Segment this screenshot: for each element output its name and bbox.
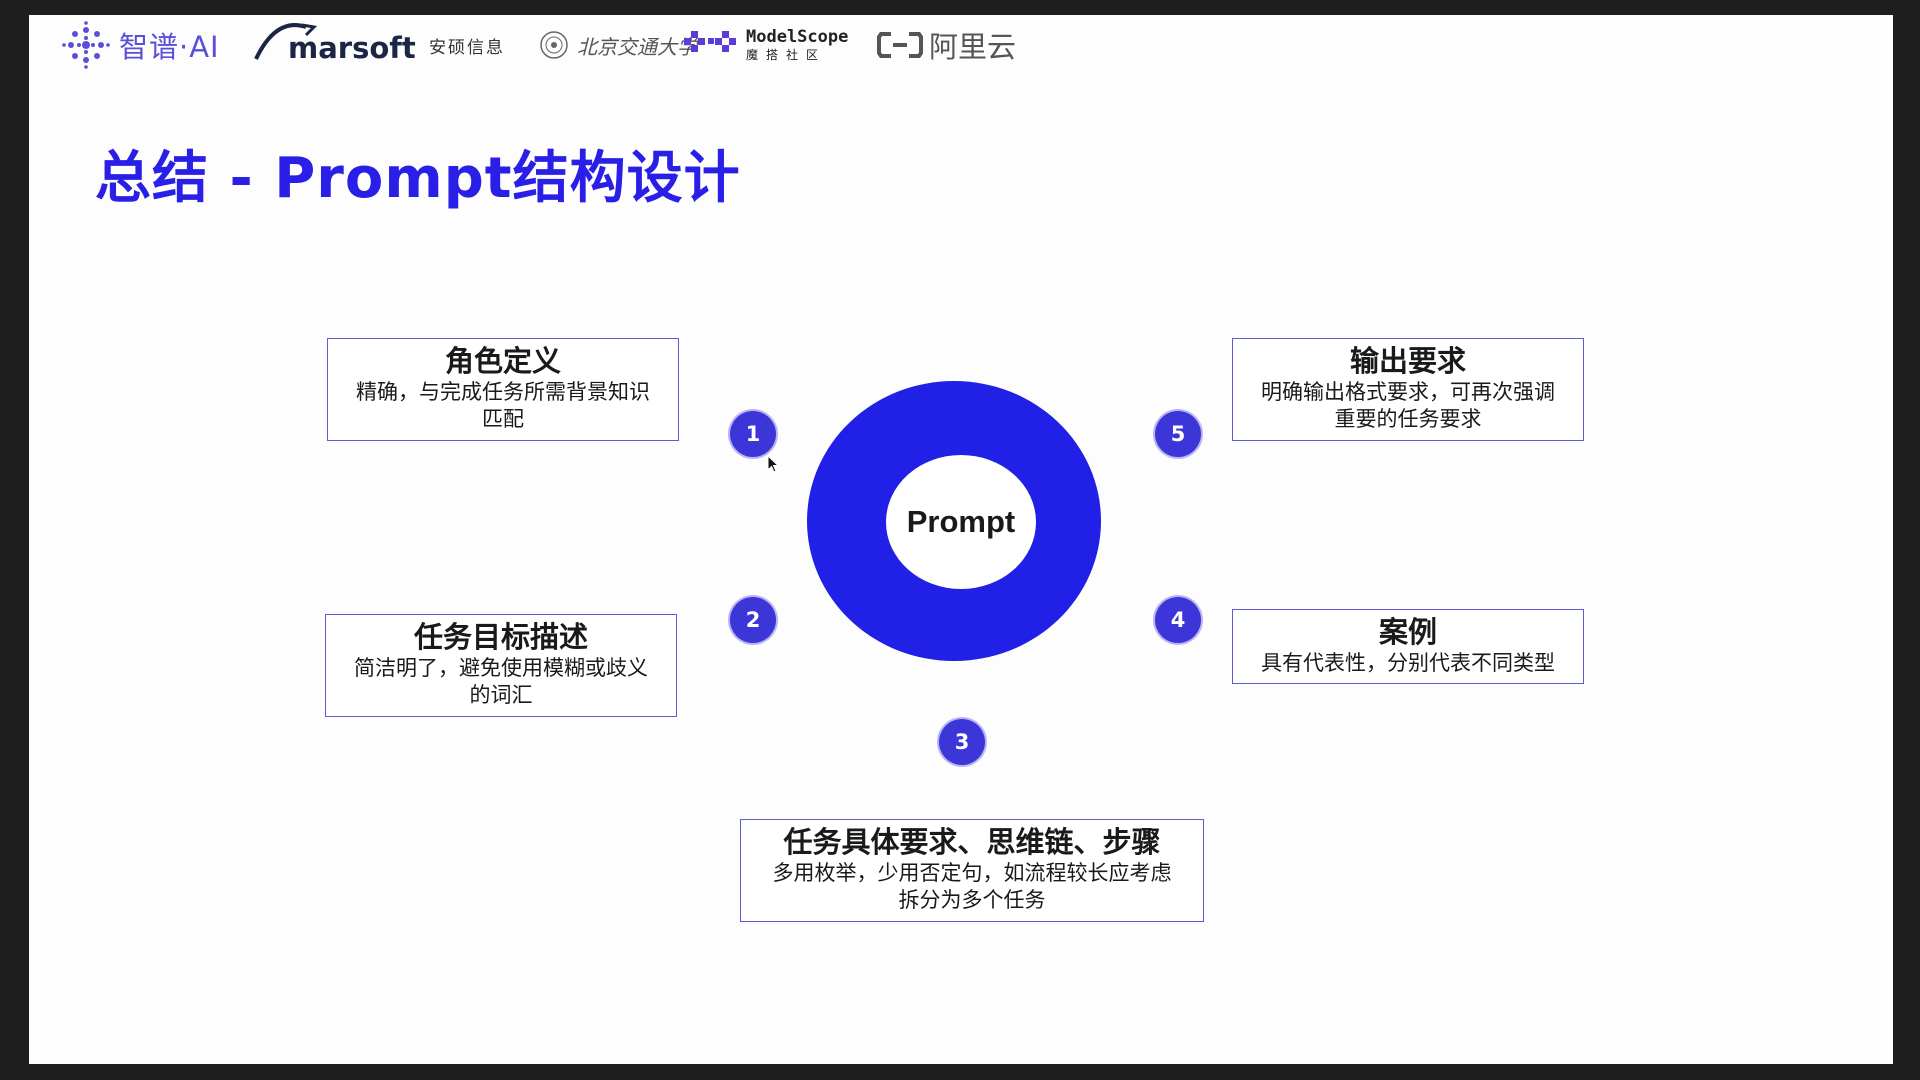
anshuo-logo: 安硕信息 (429, 15, 505, 75)
number-badge-4: 4 (1155, 597, 1201, 643)
item-heading: 角色定义 (444, 344, 561, 378)
marsoft-arc-icon (254, 23, 318, 60)
marsoft-logo-text: marsoft (288, 31, 416, 65)
marsoft-logo: marsoft (254, 15, 416, 75)
item-description-line: 匹配 (482, 407, 524, 431)
item-box-task-requirements: 任务具体要求、思维链、步骤 多用枚举，少用否定句，如流程较长应考虑 拆分为多个任… (740, 819, 1204, 922)
item-heading: 输出要求 (1349, 344, 1466, 378)
zhipu-dots-icon (62, 21, 110, 69)
aliyun-logo-text: 阿里云 (929, 30, 1017, 64)
item-description-line: 明确输出格式要求，可再次强调 (1261, 380, 1555, 404)
mouse-cursor-icon (767, 455, 780, 473)
zhipu-logo-text: 智谱·AI (119, 30, 220, 64)
university-seal-icon (540, 31, 568, 59)
item-description-line: 具有代表性，分别代表不同类型 (1261, 651, 1555, 675)
number-badge-2: 2 (730, 597, 776, 643)
item-heading: 案例 (1378, 615, 1437, 649)
item-box-examples: 案例 具有代表性，分别代表不同类型 (1232, 609, 1584, 684)
university-logo: 北京交通大学 (539, 15, 697, 75)
aliyun-logo: 阿里云 (877, 15, 1016, 75)
item-description-line: 的词汇 (469, 683, 533, 707)
item-description-line: 重要的任务要求 (1334, 407, 1482, 431)
item-box-task-goal: 任务目标描述 简洁明了，避免使用模糊或歧义 的词汇 (325, 614, 677, 717)
number-badge-1: 1 (730, 411, 776, 457)
zhipu-logo: 智谱·AI (61, 15, 220, 75)
aliyun-bracket-icon (877, 32, 923, 58)
item-description-line: 简洁明了，避免使用模糊或歧义 (354, 656, 648, 680)
item-description-line: 拆分为多个任务 (898, 888, 1046, 912)
modelscope-logo-text: ModelScope (746, 27, 849, 47)
modelscope-logo: ModelScope 魔搭社区 (684, 15, 848, 75)
prompt-center-label: Prompt (906, 504, 1016, 539)
modelscope-blocks-icon (684, 31, 736, 52)
item-heading: 任务目标描述 (413, 620, 588, 654)
item-box-output-requirements: 输出要求 明确输出格式要求，可再次强调 重要的任务要求 (1232, 338, 1584, 441)
university-logo-text: 北京交通大学 (577, 34, 697, 59)
number-badge-5: 5 (1155, 411, 1201, 457)
number-badge-3: 3 (939, 719, 985, 765)
slide: 智谱·AI marsoft 安硕信息 北京交通大学 (29, 15, 1893, 1064)
anshuo-logo-text: 安硕信息 (429, 37, 505, 58)
prompt-donut-center: Prompt (886, 455, 1036, 589)
modelscope-logo-subtext: 魔搭社区 (746, 48, 827, 62)
item-box-role-definition: 角色定义 精确，与完成任务所需背景知识 匹配 (327, 338, 679, 441)
item-heading: 任务具体要求、思维链、步骤 (783, 825, 1161, 859)
page-title: 总结 - Prompt结构设计 (95, 146, 741, 211)
item-description-line: 精确，与完成任务所需背景知识 (356, 380, 650, 404)
item-description-line: 多用枚举，少用否定句，如流程较长应考虑 (772, 861, 1172, 885)
